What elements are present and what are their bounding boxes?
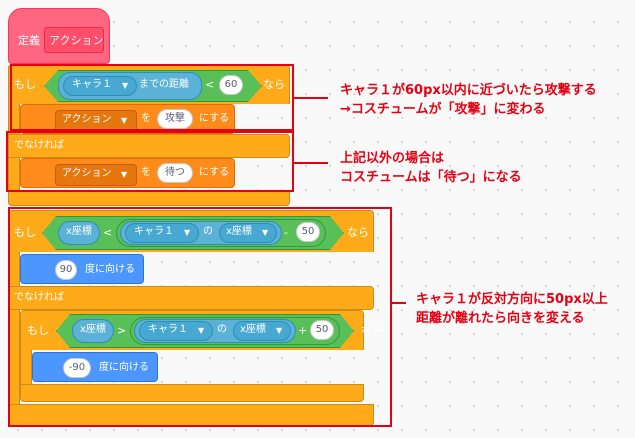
else-label: でなければ [14, 292, 64, 303]
if-else-block-1-else-arm [8, 158, 20, 190]
dropdown-arrow-icon: ▼ [198, 326, 205, 335]
highlight-box-attack [10, 64, 294, 131]
sprite-dropdown[interactable]: キャラ１ ▼ [139, 321, 213, 341]
if-label: もし [14, 226, 36, 239]
annotation-direction: キャラ１が反対方向に50px以上 距離が離れたら向きを変える [416, 292, 608, 326]
inner-if-foot [20, 384, 364, 402]
else-label: でなければ [14, 140, 64, 151]
dropdown-arrow-icon: ▼ [121, 116, 128, 125]
x-position-block[interactable]: x座標 [72, 319, 114, 343]
annotation-attack: キャラ１が60px以内に近づいたら攻撃する →コスチュームが「攻撃」に変わる [340, 83, 597, 117]
distance-to-block[interactable]: キャラ１ ▼ までの距離 [58, 72, 202, 100]
x-position-block[interactable]: x座標 [58, 221, 100, 245]
define-block[interactable]: 定義 アクション [8, 8, 110, 64]
then-label: なら [263, 78, 285, 91]
if-else-block-1-foot [8, 190, 290, 206]
highlight-box-direction [8, 207, 392, 427]
sprite-dropdown[interactable]: キャラ１ ▼ [125, 223, 199, 243]
switch-costume-block-else[interactable]: アクション ▼ を 待つ にする [20, 158, 235, 188]
dropdown-arrow-icon: ▼ [276, 326, 283, 335]
costume-dropdown[interactable]: アクション ▼ [55, 164, 137, 186]
sprite-property-block[interactable]: キャラ１ ▼ の x座標 ▼ [134, 319, 296, 343]
if-else-block-1-else-bar [8, 134, 290, 158]
distance-value-input[interactable]: 60 [219, 75, 243, 95]
point-in-direction-block[interactable]: 90 度に向ける [20, 254, 144, 284]
inner-if-arm [20, 350, 32, 384]
custom-block-name: アクション [49, 34, 104, 47]
if-label: もし [14, 78, 36, 91]
costume-name-input[interactable]: 待つ [157, 163, 193, 183]
dropdown-arrow-icon: ▼ [184, 228, 191, 237]
annotation-connector [294, 162, 328, 164]
dropdown-arrow-icon: ▼ [122, 81, 129, 90]
plus-symbol: + [298, 324, 308, 337]
sprite-property-block[interactable]: キャラ１ ▼ の x座標 ▼ [120, 221, 282, 245]
lt-symbol: < [205, 78, 215, 91]
annotation-connector [392, 302, 406, 304]
gt-symbol: > [117, 324, 127, 337]
if-else-block-2-else-bar [8, 286, 374, 310]
dropdown-arrow-icon: ▼ [121, 170, 128, 179]
direction-input[interactable]: -90 [63, 358, 91, 378]
lt-symbol: < [103, 226, 113, 239]
property-dropdown[interactable]: x座標 ▼ [219, 223, 277, 243]
define-label: 定義 [18, 34, 40, 47]
direction-input[interactable]: 90 [55, 260, 77, 280]
distance-label: までの距離 [139, 79, 189, 90]
minus-symbol: - [284, 226, 288, 239]
point-in-direction-block[interactable]: -90 度に向ける [32, 352, 158, 382]
annotation-wait: 上記以外の場合は コスチュームは「待つ」になる [340, 151, 522, 185]
property-dropdown[interactable]: x座標 ▼ [233, 321, 291, 341]
if-label: もし [27, 324, 49, 337]
then-label: なら [347, 226, 369, 239]
offset-value-input[interactable]: 50 [310, 320, 334, 340]
then-label: なら [361, 324, 383, 337]
highlight-box-wait [6, 131, 294, 192]
annotation-connector [294, 97, 328, 99]
offset-value-input[interactable]: 50 [296, 222, 320, 242]
costume-name-input[interactable]: 攻撃 [157, 109, 193, 129]
custom-block-prototype[interactable]: アクション [44, 27, 104, 53]
dropdown-arrow-icon: ▼ [262, 228, 269, 237]
sprite-dropdown[interactable]: キャラ１ ▼ [63, 76, 137, 96]
